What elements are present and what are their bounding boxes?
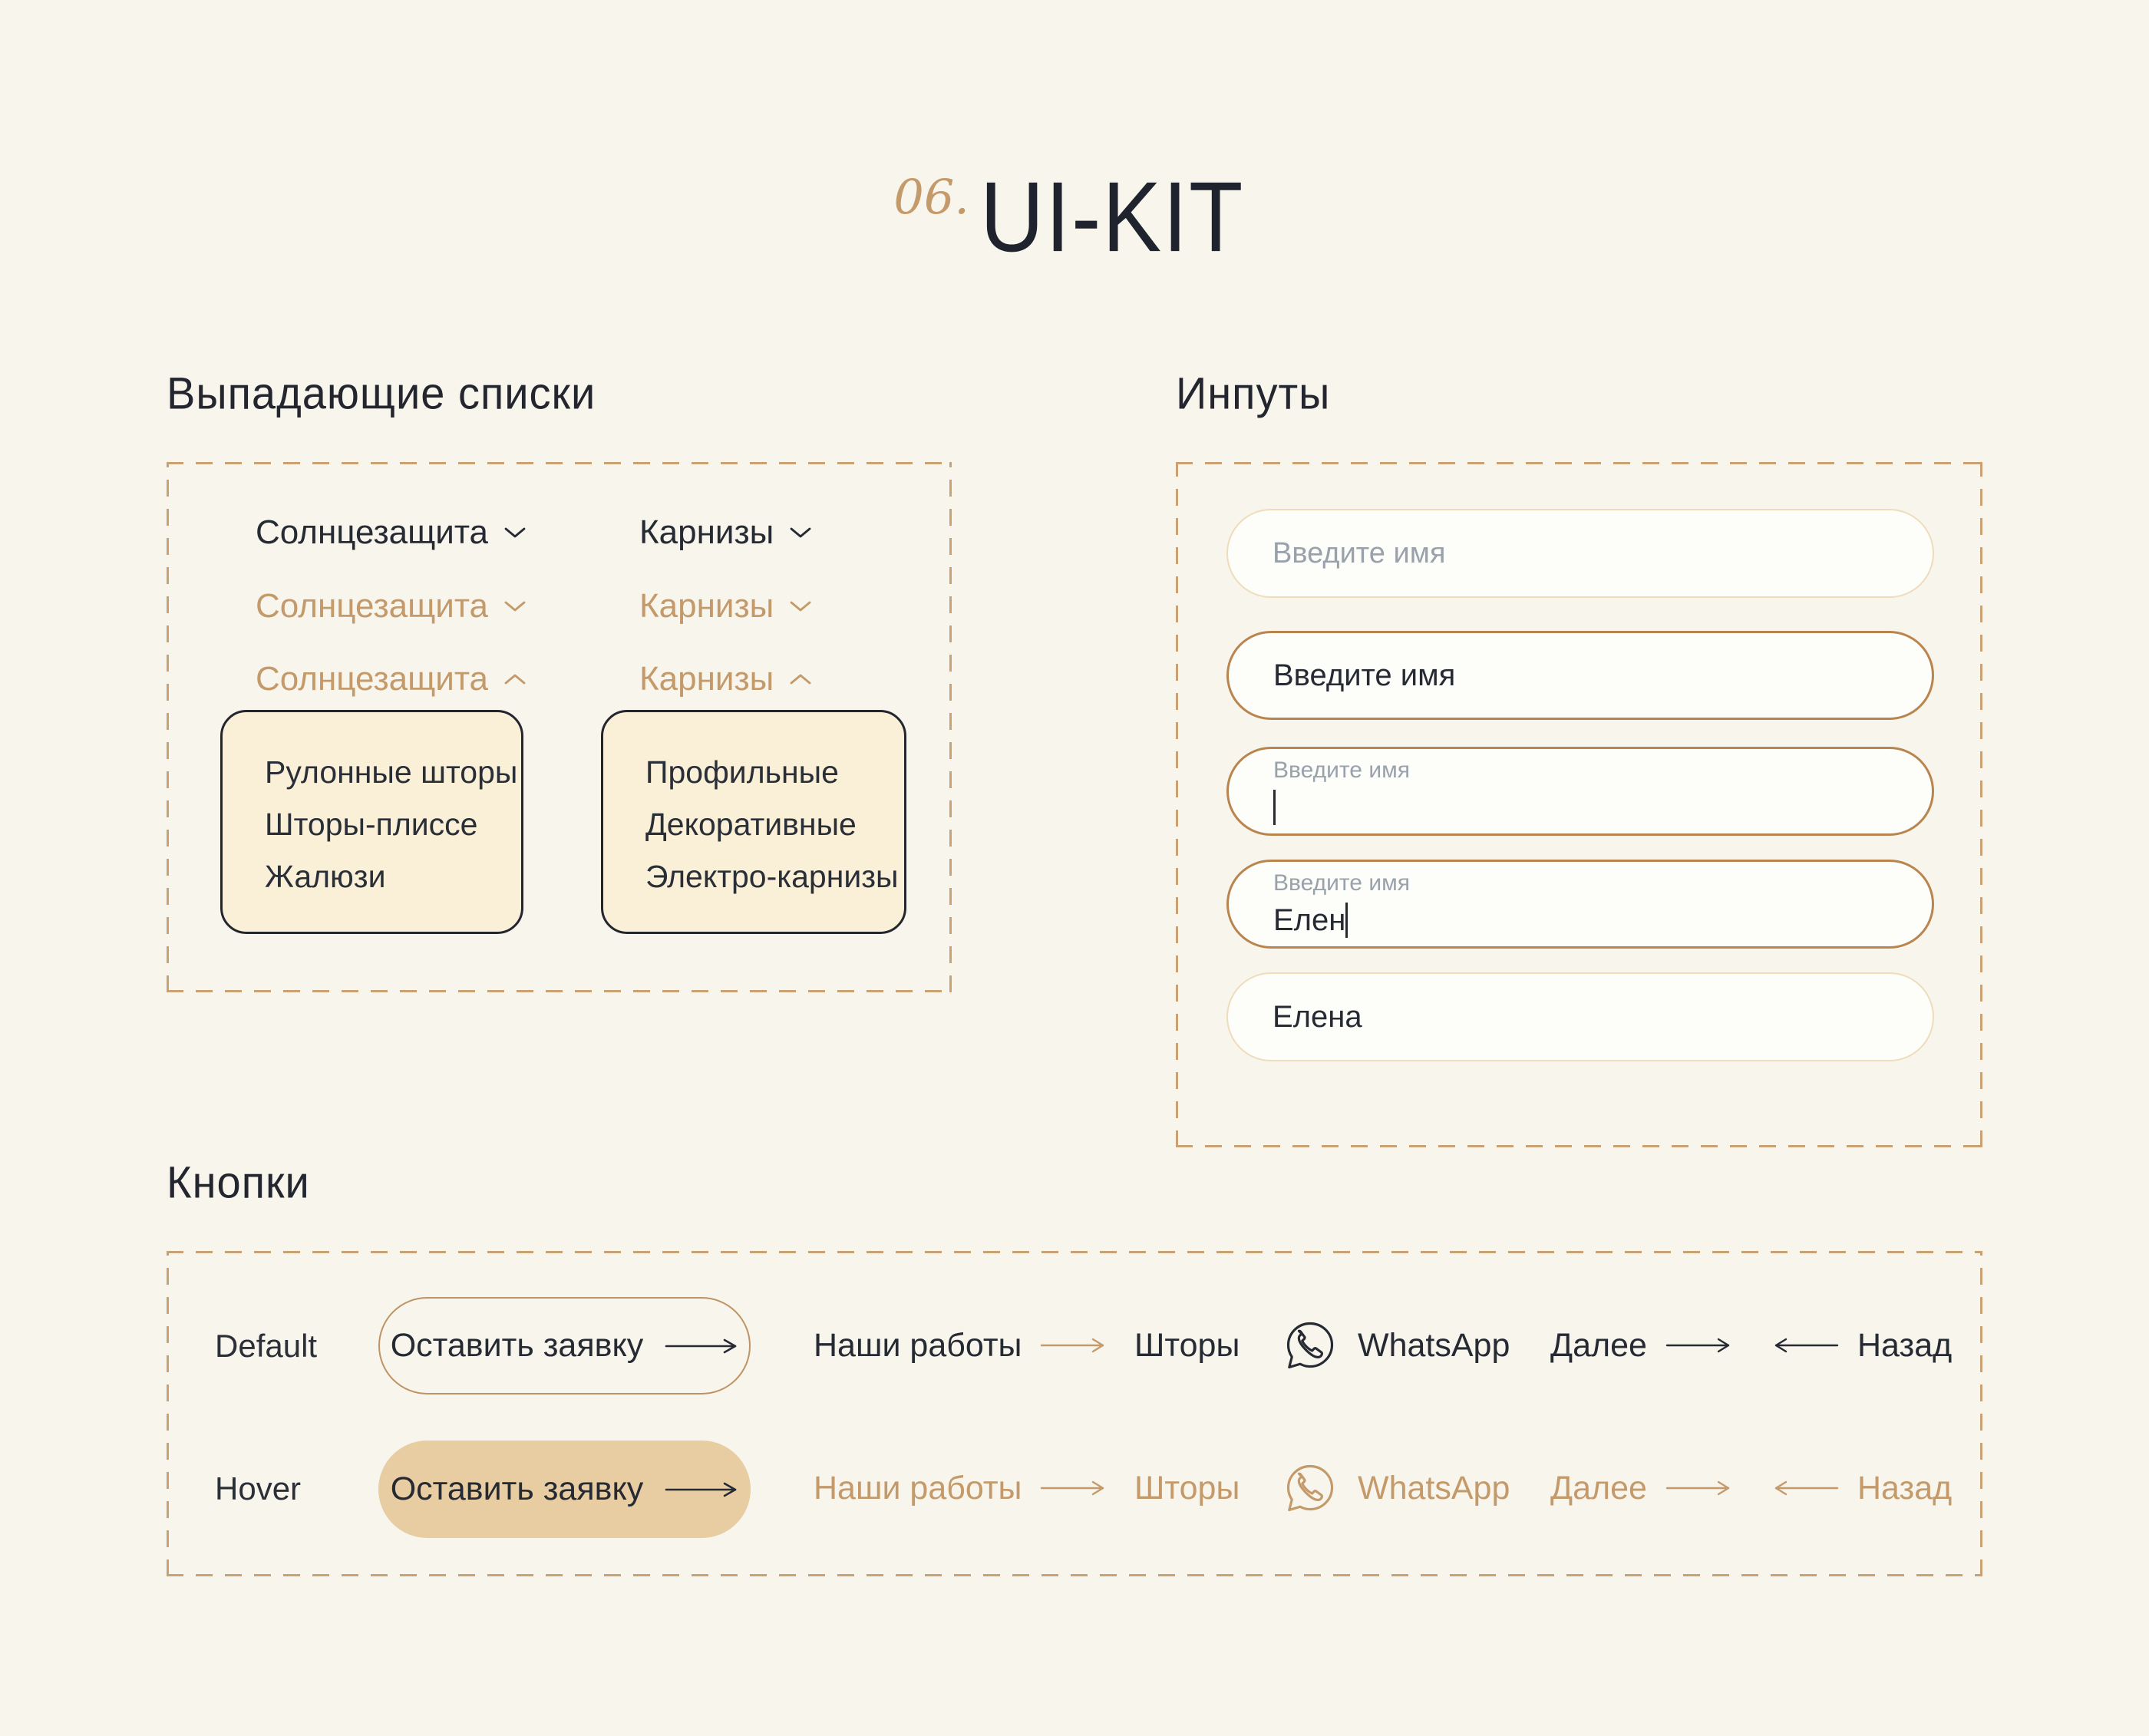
dropdown-label: Карнизы — [639, 587, 774, 625]
input-placeholder: Введите имя — [1273, 536, 1446, 569]
arrow-left-icon — [1774, 1338, 1839, 1353]
input-name-default[interactable]: Введите имя — [1226, 509, 1934, 598]
works-link-hover[interactable]: Наши работы — [814, 1459, 1106, 1517]
input-name-focus[interactable]: Введите имя — [1226, 747, 1934, 836]
dropdown-cornices-default[interactable]: Карнизы — [639, 513, 812, 552]
dropdown-label: Карнизы — [639, 660, 774, 698]
next-link-label: Далее — [1550, 1469, 1647, 1507]
dropdown-sunprotect-default[interactable]: Солнцезащита — [256, 513, 527, 552]
menu-item[interactable]: Профильные — [645, 754, 839, 790]
menu-item[interactable]: Декоративные — [645, 807, 857, 842]
works-link-label: Наши работы — [814, 1469, 1022, 1507]
dropdown-cornices-open[interactable]: Карнизы — [639, 660, 812, 698]
curtains-link-label: Шторы — [1134, 1326, 1240, 1364]
whatsapp-link-label: WhatsApp — [1358, 1469, 1510, 1507]
back-link-hover[interactable]: Назад — [1773, 1459, 1952, 1517]
menu-item[interactable]: Электро-карнизы — [645, 859, 899, 894]
submit-button-label: Оставить заявку — [390, 1327, 644, 1364]
dropdown-menu-sunprotect: Рулонные шторы Шторы-плиссе Жалюзи — [220, 710, 523, 934]
next-link-hover[interactable]: Далее — [1550, 1459, 1731, 1517]
submit-button-default[interactable]: Оставить заявку — [378, 1297, 751, 1394]
works-link-default[interactable]: Наши работы — [814, 1316, 1106, 1375]
dropdowns-heading: Выпадающие списки — [167, 368, 596, 419]
input-name-hover[interactable]: Введите имя — [1226, 631, 1934, 720]
text-cursor — [1345, 903, 1348, 938]
dropdown-sunprotect-hover[interactable]: Солнцезащита — [256, 587, 527, 625]
input-placeholder: Введите имя — [1273, 658, 1456, 692]
menu-item[interactable]: Шторы-плиссе — [265, 807, 478, 842]
menu-item[interactable]: Жалюзи — [265, 859, 386, 894]
page-title: UI-KIT — [979, 161, 1245, 273]
whatsapp-icon — [1286, 1464, 1334, 1512]
arrow-right-icon — [1041, 1480, 1104, 1496]
menu-item[interactable]: Рулонные шторы — [265, 754, 518, 790]
arrow-right-icon — [1041, 1338, 1104, 1353]
chevron-down-icon — [790, 527, 811, 538]
arrow-right-icon — [665, 1338, 737, 1353]
arrow-left-icon — [1774, 1480, 1839, 1496]
dropdown-menu-cornices: Профильные Декоративные Электро-карнизы — [601, 710, 906, 934]
chevron-up-icon — [504, 674, 526, 685]
back-link-label: Назад — [1857, 1326, 1953, 1364]
chevron-down-icon — [790, 601, 811, 612]
input-value: Елена — [1273, 999, 1362, 1034]
dropdown-sunprotect-open[interactable]: Солнцезащита — [256, 660, 527, 698]
whatsapp-icon — [1286, 1322, 1334, 1369]
state-label-default: Default — [215, 1328, 318, 1364]
input-name-filled[interactable]: Елена — [1226, 972, 1934, 1061]
works-link-label: Наши работы — [814, 1326, 1022, 1364]
back-link-default[interactable]: Назад — [1773, 1316, 1952, 1375]
arrow-right-icon — [1665, 1338, 1730, 1353]
whatsapp-link-label: WhatsApp — [1358, 1326, 1510, 1364]
chevron-up-icon — [790, 674, 811, 685]
chevron-down-icon — [504, 601, 526, 612]
whatsapp-link-hover[interactable]: WhatsApp — [1281, 1459, 1510, 1517]
dropdown-label: Солнцезащита — [256, 587, 489, 625]
next-link-default[interactable]: Далее — [1550, 1316, 1731, 1375]
input-floating-label: Введите имя — [1273, 757, 1410, 783]
curtains-link-hover[interactable]: Шторы — [1134, 1459, 1240, 1517]
text-cursor — [1273, 790, 1276, 825]
inputs-showcase: Введите имя Введите имя Введите имя Введ… — [1176, 462, 1982, 1147]
buttons-showcase: Default Оставить заявку Наши работы Штор… — [167, 1251, 1982, 1576]
whatsapp-link-default[interactable]: WhatsApp — [1281, 1316, 1510, 1375]
submit-button-label: Оставить заявку — [390, 1470, 644, 1507]
dropdown-label: Солнцезащита — [256, 513, 489, 551]
chevron-down-icon — [504, 527, 526, 538]
dropdown-label: Карнизы — [639, 513, 774, 551]
inputs-heading: Инпуты — [1176, 368, 1331, 419]
dropdown-label: Солнцезащита — [256, 660, 489, 698]
page-header: 06. UI-KIT — [0, 167, 2149, 267]
input-floating-label: Введите имя — [1273, 870, 1410, 896]
input-value: Елен — [1273, 903, 1346, 937]
section-number: 06. — [893, 169, 969, 225]
arrow-right-icon — [1665, 1480, 1730, 1496]
dropdown-cornices-hover[interactable]: Карнизы — [639, 587, 812, 625]
curtains-link-default[interactable]: Шторы — [1134, 1316, 1240, 1375]
back-link-label: Назад — [1857, 1469, 1953, 1507]
curtains-link-label: Шторы — [1134, 1469, 1240, 1507]
submit-button-hover[interactable]: Оставить заявку — [378, 1441, 751, 1538]
input-name-typing[interactable]: Введите имя Елен — [1226, 860, 1934, 949]
buttons-heading: Кнопки — [167, 1157, 310, 1208]
arrow-right-icon — [665, 1482, 737, 1497]
state-label-hover: Hover — [215, 1470, 302, 1507]
next-link-label: Далее — [1550, 1326, 1647, 1364]
dropdowns-showcase: Солнцезащита Солнцезащита Солнцезащита Р… — [167, 462, 952, 992]
